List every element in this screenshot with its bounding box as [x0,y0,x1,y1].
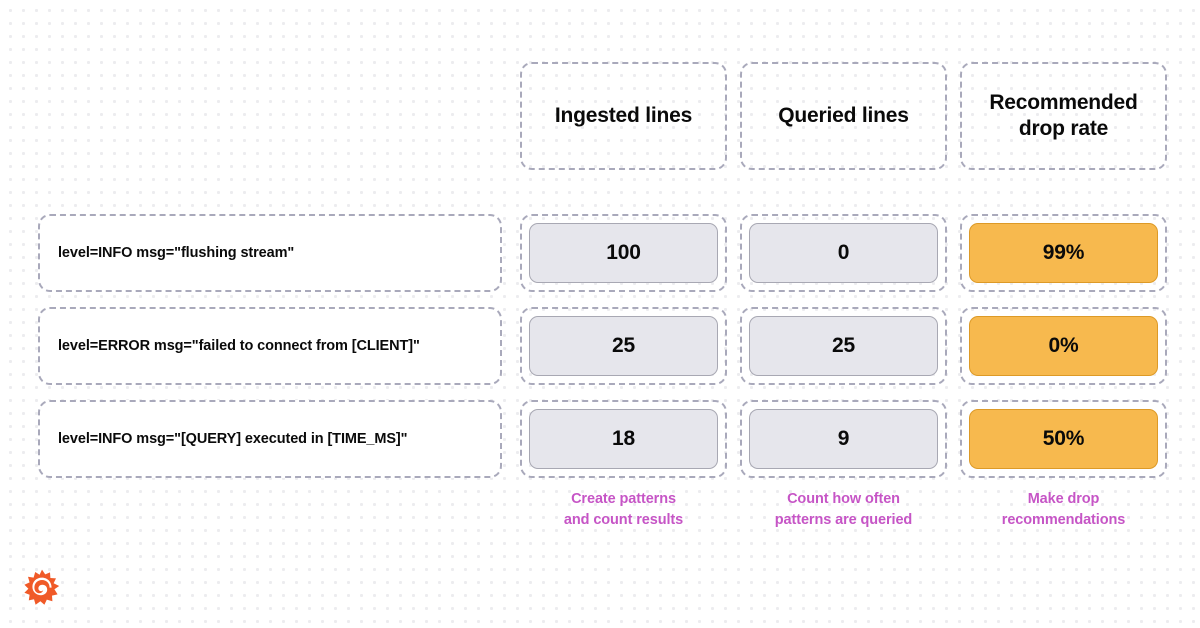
log-pattern-text: level=INFO msg="[QUERY] executed in [TIM… [58,431,408,447]
column-header-label-line1: Recommended [989,91,1138,115]
queried-value: 25 [749,316,938,376]
column-header-label: Recommended drop rate [989,90,1138,141]
log-pattern-text: level=ERROR msg="failed to connect from … [58,338,420,354]
drop-rate-value: 0% [969,316,1158,376]
ingested-value: 100 [529,223,718,283]
queried-value: 0 [749,223,938,283]
log-pattern-text: level=INFO msg="flushing stream" [58,245,295,261]
caption-line2: recommendations [1001,512,1126,529]
column-caption-drop-rate: Make drop recommendations [960,489,1167,537]
table-row-pattern-cell: level=ERROR msg="failed to connect from … [38,307,502,385]
column-header-ingested: Ingested lines [520,62,727,170]
ingested-value: 18 [529,409,718,469]
table-cell-queried: 25 [740,307,947,385]
caption-line1: Create patterns [571,491,676,507]
table-cell-queried: 0 [740,214,947,292]
caption-line1: Make drop [1027,491,1100,507]
column-caption-queried: Count how often patterns are queried [740,489,947,537]
column-header-label: Ingested lines [554,104,693,128]
column-header-drop-rate: Recommended drop rate [960,62,1167,170]
grafana-logo-icon [22,568,62,608]
column-header-queried: Queried lines [740,62,947,170]
table-cell-drop-rate: 0% [960,307,1167,385]
table-cell-ingested: 25 [520,307,727,385]
ingested-value: 25 [529,316,718,376]
column-caption-ingested: Create patterns and count results [520,489,727,537]
table-row-pattern-cell: level=INFO msg="flushing stream" [38,214,502,292]
table-cell-drop-rate: 99% [960,214,1167,292]
caption-line2: and count results [563,512,684,529]
table-cell-drop-rate: 50% [960,400,1167,478]
drop-rate-value: 50% [969,409,1158,469]
table-cell-queried: 9 [740,400,947,478]
caption-line2: patterns are queried [774,512,913,529]
drop-rate-value: 99% [969,223,1158,283]
table-row-pattern-cell: level=INFO msg="[QUERY] executed in [TIM… [38,400,502,478]
column-header-label: Queried lines [778,104,909,128]
table-cell-ingested: 18 [520,400,727,478]
queried-value: 9 [749,409,938,469]
column-header-label-line2: drop rate [1018,117,1109,140]
caption-line1: Count how often [787,491,900,507]
table-cell-ingested: 100 [520,214,727,292]
